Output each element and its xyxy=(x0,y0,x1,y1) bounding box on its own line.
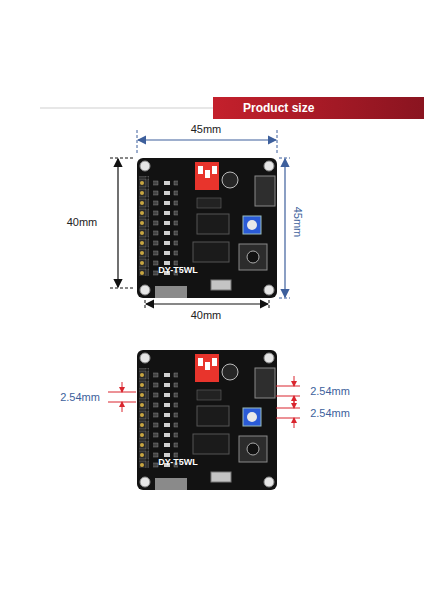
pitch-label: 2.54mm xyxy=(310,385,350,397)
title-banner: Product size xyxy=(213,97,424,119)
pitch-label: 2.54mm xyxy=(310,407,350,419)
board-model: DY-T5WL xyxy=(158,265,198,275)
pitch-label: 2.54mm xyxy=(60,391,100,403)
dimension-label: 40mm xyxy=(67,216,98,228)
banner-text: Product size xyxy=(243,101,414,115)
dimension-label: 45mm xyxy=(292,207,304,238)
board-model: DY-T5WL xyxy=(158,457,198,467)
dimension-label: 40mm xyxy=(191,309,222,321)
dimension-label: 45mm xyxy=(189,123,224,135)
